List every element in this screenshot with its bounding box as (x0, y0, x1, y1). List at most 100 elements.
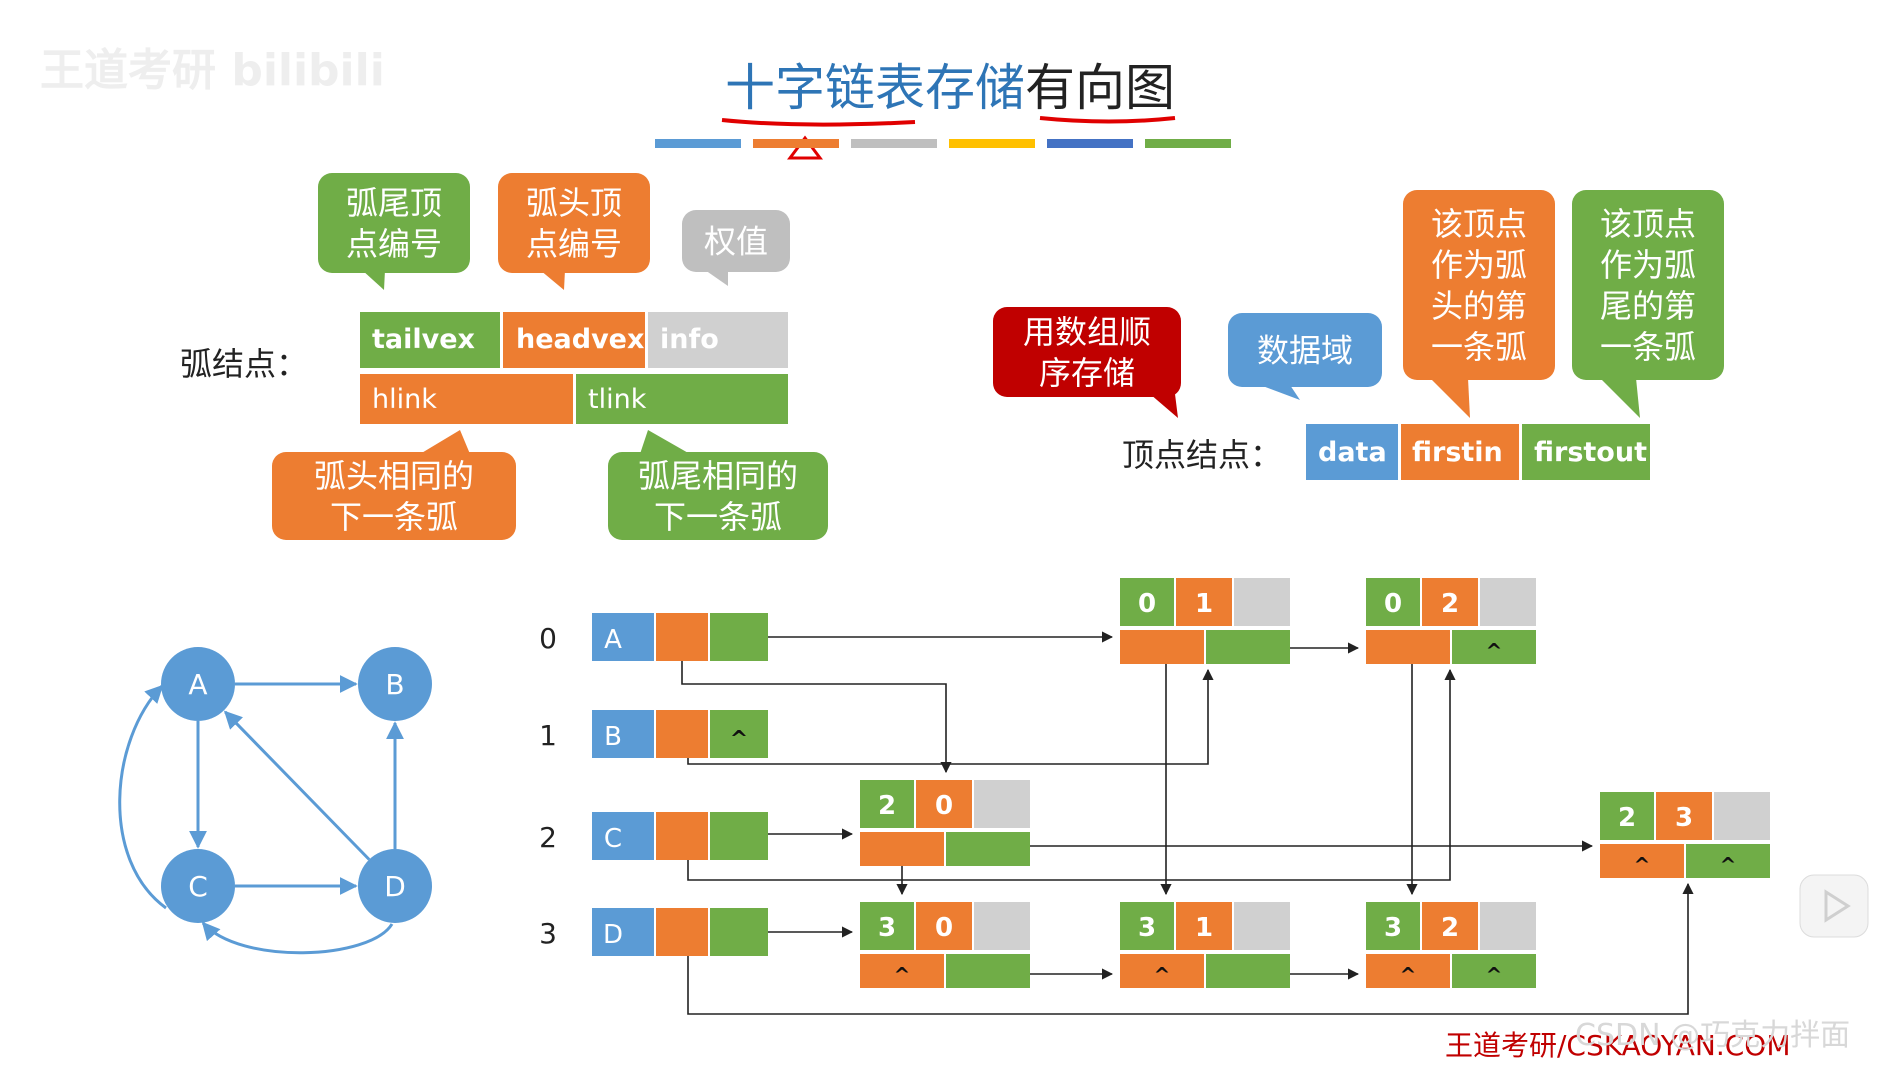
callout-weight-pointer (705, 270, 728, 286)
callout-firstout-text-line: 作为弧 (1600, 246, 1696, 284)
callout-hlink-text-line: 弧头相同的 (314, 457, 474, 495)
graph-vertex-label: B (385, 668, 404, 701)
arc-tail-cell (860, 902, 914, 950)
arc-tlink-cell (1206, 630, 1290, 664)
null-pointer-label: ^ (1720, 853, 1737, 877)
arc-tail-label: 0 (1138, 589, 1156, 619)
vertex-data-cell (592, 710, 654, 758)
arc-head-label: 0 (935, 913, 953, 943)
callout-hlink-pointer (420, 430, 470, 454)
callout-firstin-pointer (1430, 378, 1470, 418)
title-part2: 有向图 (1025, 59, 1175, 117)
callout-array-storage-text-line: 用数组顺 (1023, 313, 1151, 351)
callout-firstin-box (1403, 190, 1555, 380)
link-lines (681, 631, 1694, 1015)
arc-tlink-cell (1452, 954, 1536, 988)
arc-head-label: 3 (1675, 803, 1693, 833)
callout-firstout-text-line: 一条弧 (1600, 328, 1696, 366)
headvex-label: headvex (516, 324, 644, 355)
firstin-label: firstin (1412, 437, 1503, 468)
callout-weight-text-line: 权值 (704, 223, 768, 261)
firstin-cell (1401, 424, 1519, 480)
arc-head-cell (1422, 902, 1478, 950)
callout-firstout-pointer (1600, 378, 1640, 418)
arc-node-structure: tailvex headvex info hlink tlink (360, 312, 788, 424)
null-pointer-label: ^ (730, 727, 748, 752)
arc-head-cell (1656, 792, 1712, 840)
play-icon[interactable] (1799, 874, 1869, 938)
svg-text:十字链表存储有向图: 十字链表存储有向图 (725, 59, 1175, 117)
arc-tail-cell (1366, 902, 1420, 950)
arc-hlink-cell (1366, 630, 1450, 664)
link-A-firstin (681, 660, 952, 774)
arc-tlink-cell (1452, 630, 1536, 664)
arc-head-label: 1 (1195, 589, 1213, 619)
link-D-firstin (687, 882, 1694, 1015)
callout-head-vertex-pointer (540, 270, 565, 290)
callout-array-storage-text-line: 序存储 (1039, 354, 1135, 392)
callout-tlink-text-line: 弧尾相同的 (638, 457, 798, 495)
null-pointer-label: ^ (894, 963, 911, 987)
callout-head-vertex-text-line: 点编号 (526, 225, 622, 263)
graph-vertex-B (358, 647, 432, 721)
data-label: data (1318, 437, 1387, 468)
vertex-data-label: B (604, 722, 622, 752)
arc-hlink-cell (860, 954, 944, 988)
callout-firstin-text-line: 该顶点 (1431, 205, 1527, 243)
arc-head-cell (1176, 902, 1232, 950)
arc-node-label: 弧结点： (180, 345, 308, 383)
vertex-firstout-cell (710, 613, 768, 661)
arc-tlink-cell (946, 954, 1030, 988)
info-label: info (660, 324, 719, 355)
arc-tail-cell (1120, 902, 1174, 950)
callouts: 弧尾顶点编号弧头顶点编号权值弧头相同的下一条弧弧尾相同的下一条弧用数组顺序存储数… (272, 173, 1724, 540)
vertex-firstout-cell (710, 812, 768, 860)
color-bar-segment (655, 139, 741, 148)
link-C-firstin (687, 668, 1456, 881)
arc-tail-label: 0 (1384, 589, 1402, 619)
hlink-label: hlink (372, 384, 437, 415)
watermark-bottom-right: 王道考研/CSKAOYAN.COM (1445, 1029, 1790, 1062)
arc-tail-label: 2 (1618, 803, 1636, 833)
arc-tlink-cell (946, 832, 1030, 866)
title-part1: 十字链表存储 (725, 59, 1025, 117)
color-bar-segment (753, 139, 839, 148)
arc-head-cell (1422, 578, 1478, 626)
graph-vertex-label: D (384, 870, 406, 903)
graph-vertex-A (161, 647, 235, 721)
arc-head-label: 2 (1441, 589, 1459, 619)
arc-head-label: 0 (935, 791, 953, 821)
null-pointer-label: ^ (1634, 853, 1651, 877)
data-cell (1306, 424, 1398, 480)
arc-tail-label: 2 (878, 791, 896, 821)
callout-tail-vertex-pointer (362, 270, 385, 290)
watermark-csdn: CSDN @巧克力拌面 (1575, 1018, 1850, 1053)
arc-info-cell (974, 902, 1030, 950)
callout-firstin-text-line: 一条弧 (1431, 328, 1527, 366)
callout-head-vertex-box (498, 173, 650, 273)
callout-hlink-text-line: 下一条弧 (330, 498, 458, 536)
callout-tail-vertex-box (318, 173, 470, 273)
arc-tail-cell (1120, 578, 1174, 626)
arc-info-cell (1234, 902, 1290, 950)
arc-info-cell (1714, 792, 1770, 840)
vertex-node-structure: data firstin firstout (1306, 424, 1650, 480)
arc-info-cell (1480, 578, 1536, 626)
graph-vertex-label: A (188, 668, 207, 701)
color-bar-segment (1145, 139, 1231, 148)
callout-tlink-text-line: 下一条弧 (654, 498, 782, 536)
arc-tlink-cell (1686, 844, 1770, 878)
null-pointer-label: ^ (1486, 963, 1503, 987)
arc-hlink-cell (1600, 844, 1684, 878)
callout-array-storage-pointer (1150, 394, 1178, 418)
info-cell (648, 312, 788, 368)
tailvex-cell (360, 312, 500, 368)
null-pointer-label: ^ (1486, 639, 1503, 663)
